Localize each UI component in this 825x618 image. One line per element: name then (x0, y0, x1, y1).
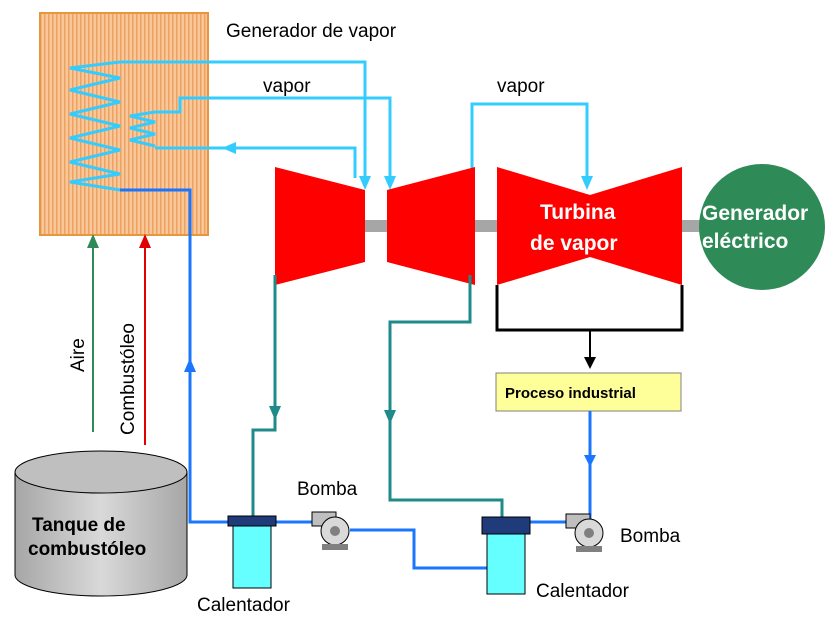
heater-1-cap (227, 515, 277, 527)
pump-2 (565, 513, 604, 552)
steam-line-main (120, 60, 367, 180)
steam-line-reheat (155, 96, 392, 180)
steam-arrow-hp (359, 176, 371, 190)
turbine-ip (387, 167, 475, 285)
tank-label-line1: Tanque de (32, 515, 126, 536)
tank-label-line2: combustóleo (28, 539, 146, 560)
exhaust-line-lp (495, 285, 684, 332)
turbine-hp (275, 167, 365, 285)
steam-arrow-lp (581, 176, 593, 190)
boiler-coil-small (129, 110, 156, 148)
air-label: Aire (68, 338, 89, 372)
extraction-line-ip (388, 275, 504, 517)
generator-label-line1: Generador (702, 202, 808, 225)
steam-line-crossover (470, 102, 589, 180)
process-return-arrow (584, 455, 596, 467)
heater-1-label: Calentador (197, 595, 291, 616)
electric-generator (699, 164, 825, 290)
generator-label-line2: eléctrico (702, 230, 788, 253)
extraction-arrow-hp (269, 406, 281, 420)
air-arrow (87, 234, 99, 248)
feedwater-arrow-up (184, 358, 196, 372)
heater-2-body (486, 533, 526, 595)
steam-arrow-return (222, 142, 236, 154)
pump-1 (311, 511, 350, 550)
fuel-oil-tank (14, 450, 188, 597)
feedwater-line-to-boiler (120, 188, 228, 524)
steam-line-return (230, 146, 357, 178)
steam-generator-label: Generador de vapor (226, 21, 397, 42)
pump-1-label: Bomba (297, 479, 358, 500)
process-arrow (584, 357, 596, 369)
vapor-label-2: vapor (497, 76, 545, 97)
extraction-line-hp (251, 275, 277, 517)
feedwater-line-pump1-heater2 (350, 528, 487, 570)
pump-2-label: Bomba (620, 526, 681, 547)
heater-1-body (232, 525, 272, 589)
fuel-arrow (139, 234, 151, 248)
vapor-label-1: vapor (263, 76, 311, 97)
heater-2-cap (481, 516, 531, 535)
turbine-lp (497, 167, 682, 285)
extraction-arrow-ip (384, 410, 396, 424)
industrial-process-label: Proceso industrial (505, 385, 636, 402)
turbine-label-line2: de vapor (530, 232, 618, 255)
heater-2-label: Calentador (536, 581, 630, 602)
industrial-process-box (495, 372, 682, 412)
steam-arrow-ip (384, 176, 396, 190)
boiler-coil-large (69, 60, 121, 192)
turbine-label-line1: Turbina (540, 201, 616, 224)
steam-generator-boiler (39, 12, 209, 236)
fuel-oil-label: Combustóleo (118, 323, 139, 435)
